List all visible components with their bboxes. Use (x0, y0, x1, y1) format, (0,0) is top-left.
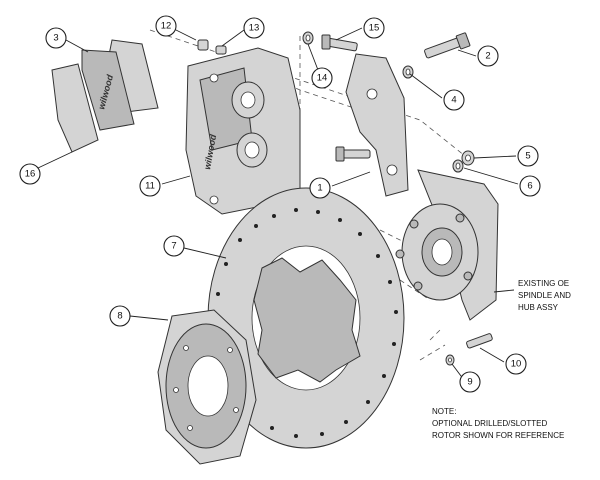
callout-12: 12 (155, 15, 177, 37)
callout-3: 3 (45, 27, 67, 49)
callout-number: 16 (25, 169, 36, 180)
bracket-bolt-15 (321, 34, 358, 52)
callout-7: 7 (163, 235, 185, 257)
callout-5: 5 (517, 145, 539, 167)
spindle-label-line3: HUB ASSY (518, 303, 559, 312)
mounting-bolt-2 (424, 32, 471, 59)
rotor-note: NOTE: OPTIONAL DRILLED/SLOTTED ROTOR SHO… (432, 407, 564, 440)
callout-11: 11 (139, 175, 161, 197)
callout-number: 4 (451, 95, 456, 106)
caliper-bracket (345, 53, 409, 197)
note-line1: NOTE: (432, 407, 456, 416)
hat-washer-9 (445, 354, 455, 366)
callout-number: 8 (117, 311, 122, 322)
callout-number: 6 (527, 181, 532, 192)
bracket-bolt-lower (335, 146, 371, 162)
callout-number: 10 (511, 359, 522, 370)
callout-8: 8 (109, 305, 131, 327)
callout-1: 1 (309, 177, 331, 199)
callout-number: 13 (249, 23, 260, 34)
brake-pad-backing (51, 63, 99, 153)
fitting (215, 45, 227, 55)
hat-bolt-10 (466, 333, 493, 349)
rotor-hat (157, 309, 257, 465)
callout-number: 2 (485, 51, 490, 62)
caliper: wilwood (185, 47, 301, 215)
callout-number: 5 (525, 151, 530, 162)
spindle-label-line1: EXISTING OE (518, 279, 569, 288)
callout-15: 15 (363, 17, 385, 39)
callout-14: 14 (311, 67, 333, 89)
spindle-label-line2: SPINDLE AND (518, 291, 571, 300)
callout-number: 1 (317, 183, 322, 194)
washer-5 (461, 150, 475, 166)
bleeder-screw (197, 39, 209, 51)
rotor (207, 187, 405, 449)
callout-number: 15 (369, 23, 380, 34)
brake-pad-front: wilwood (81, 49, 135, 131)
spindle-label: EXISTING OE SPINDLE AND HUB ASSY (518, 279, 571, 312)
callout-6: 6 (519, 175, 541, 197)
callout-9: 9 (459, 371, 481, 393)
callout-number: 11 (145, 181, 155, 192)
callout-number: 12 (161, 21, 172, 32)
callout-number: 3 (53, 33, 58, 44)
callout-number: 14 (317, 73, 328, 84)
callout-13: 13 (243, 17, 265, 39)
callout-10: 10 (505, 353, 527, 375)
washer-4 (402, 65, 414, 79)
note-line2: OPTIONAL DRILLED/SLOTTED (432, 419, 548, 428)
callout-4: 4 (443, 89, 465, 111)
washer-14 (302, 31, 314, 45)
washer-6 (452, 159, 464, 173)
callout-number: 9 (467, 377, 472, 388)
leader-lines (37, 27, 519, 381)
callout-number: 7 (171, 241, 176, 252)
callout-2: 2 (477, 45, 499, 67)
callout-16: 16 (19, 163, 41, 185)
spindle-hub-assembly (395, 169, 499, 321)
note-line3: ROTOR SHOWN FOR REFERENCE (432, 431, 564, 440)
